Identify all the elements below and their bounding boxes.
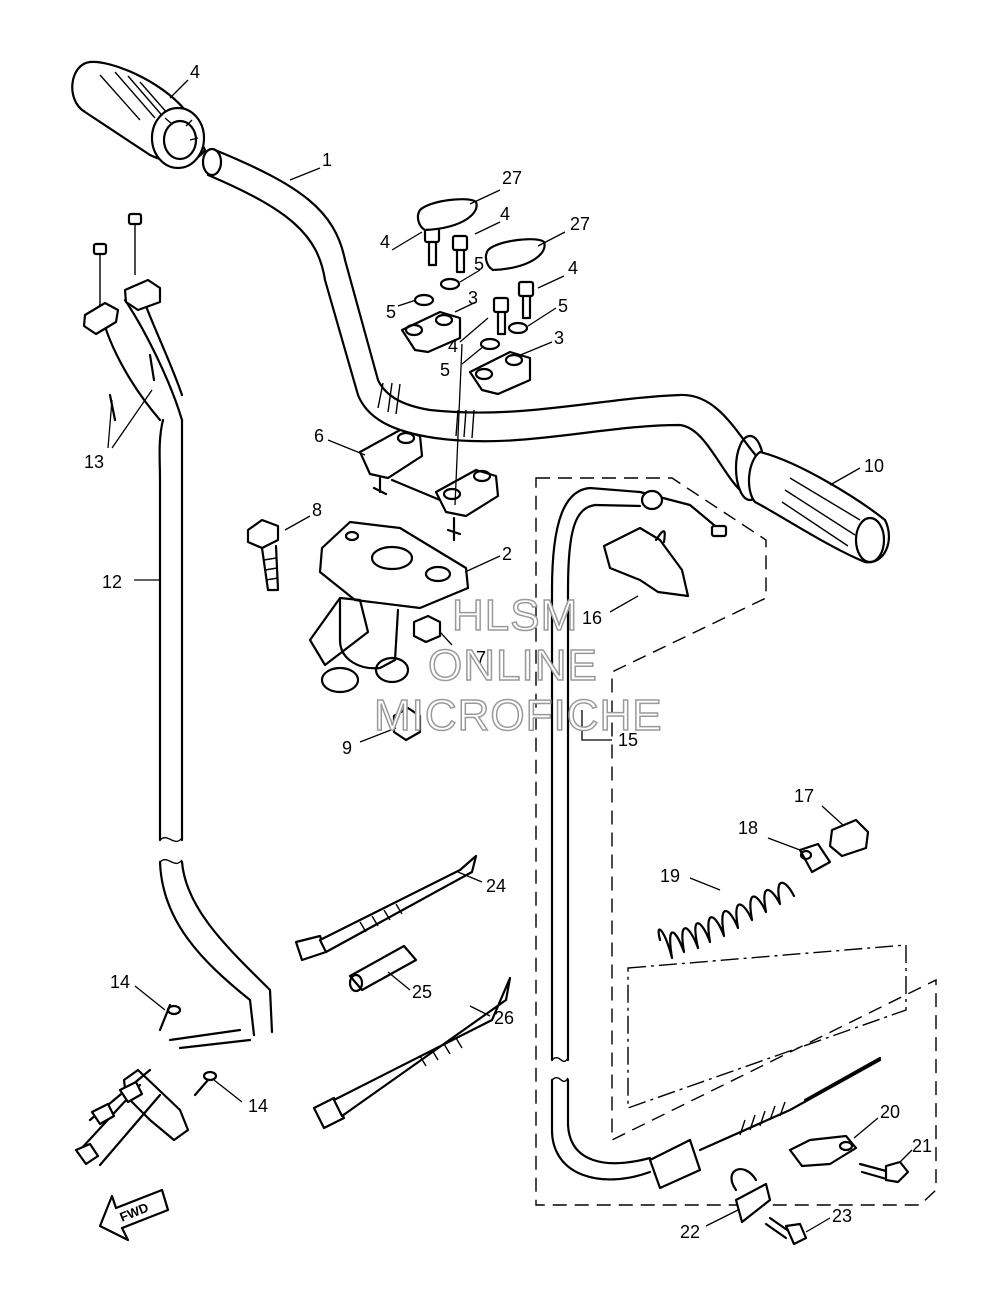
watermark: HLSM ONLINE MICROFICHE [373, 590, 663, 741]
clamp-bolt [858, 1160, 910, 1184]
callout-9: 9 [342, 738, 352, 758]
callout-2: 2 [502, 544, 512, 564]
callout-10: 10 [864, 456, 884, 476]
callout-5-left: 5 [386, 302, 396, 322]
cable-guide [730, 1168, 772, 1224]
callout-26: 26 [494, 1008, 514, 1028]
cable-sleeve [348, 944, 418, 993]
callout-18: 18 [738, 818, 758, 838]
holder-bolts [423, 226, 535, 336]
callout-20: 20 [880, 1102, 900, 1122]
adjuster-nut [828, 818, 870, 858]
callout-11: 4 [190, 62, 200, 82]
leader-lines [107, 79, 913, 1233]
forward-direction-arrow: FWD [98, 1188, 170, 1242]
callout-16: 16 [582, 608, 602, 628]
callout-5-lower: 5 [440, 360, 450, 380]
holder-caps [416, 198, 546, 272]
right-grip [734, 434, 890, 564]
callout-15: 15 [618, 730, 638, 750]
callout-3-upper: 3 [468, 288, 478, 308]
callout-7: 7 [476, 648, 486, 668]
spring-assembly-boundary [627, 944, 907, 1109]
callout-3-lower: 3 [554, 328, 564, 348]
cable-tie-lower [312, 976, 512, 1130]
callout-4-left: 4 [380, 232, 390, 252]
brake-cable-boundary [535, 477, 937, 1206]
callout-4-lower: 4 [448, 336, 458, 356]
callout-6: 6 [314, 426, 324, 446]
callout-23: 23 [832, 1206, 852, 1226]
callout-14-lower: 14 [248, 1096, 268, 1116]
callout-19: 19 [660, 866, 680, 886]
callout-4-upper: 4 [500, 204, 510, 224]
callout-4-right: 4 [568, 258, 578, 278]
crown-nuts [392, 614, 442, 742]
brake-cable [550, 486, 882, 1190]
upper-holder-left [400, 310, 462, 354]
callout-13: 13 [84, 452, 104, 472]
guide-bolt [764, 1216, 808, 1246]
callout-8: 8 [312, 500, 322, 520]
cable-junction [74, 1003, 252, 1167]
callout-21: 21 [912, 1136, 932, 1156]
upper-holder-right [468, 350, 532, 396]
callout-27-lower: 27 [570, 214, 590, 234]
cable-clamp [788, 1134, 858, 1168]
lower-holder [358, 428, 500, 542]
callout-22: 22 [680, 1222, 700, 1242]
callout-12: 12 [102, 572, 122, 592]
cable-collar [798, 842, 832, 874]
return-spring [657, 881, 796, 960]
watermark-line1: HLSM [452, 591, 578, 640]
watermark-line3: MICROFICHE [374, 691, 663, 740]
callout-17: 17 [794, 786, 814, 806]
crown-bolt [246, 518, 280, 592]
callout-labels: 4 1 27 4 27 4 5 4 5 3 5 4 5 3 6 8 2 7 9 … [84, 62, 932, 1242]
lever-cover [602, 526, 690, 598]
cable-tie-upper [294, 854, 478, 962]
throttle-grip [71, 60, 207, 170]
callout-1: 1 [322, 150, 332, 170]
callout-14-upper: 14 [110, 972, 130, 992]
handlebar-crown [308, 520, 470, 694]
throttle-cable [82, 212, 274, 1037]
callout-24: 24 [486, 876, 506, 896]
callout-5-right: 5 [558, 296, 568, 316]
watermark-line2: ONLINE [428, 641, 598, 690]
callout-5-upper: 5 [474, 254, 484, 274]
callout-25: 25 [412, 982, 432, 1002]
callout-27-upper: 27 [502, 168, 522, 188]
handlebar [201, 147, 762, 492]
